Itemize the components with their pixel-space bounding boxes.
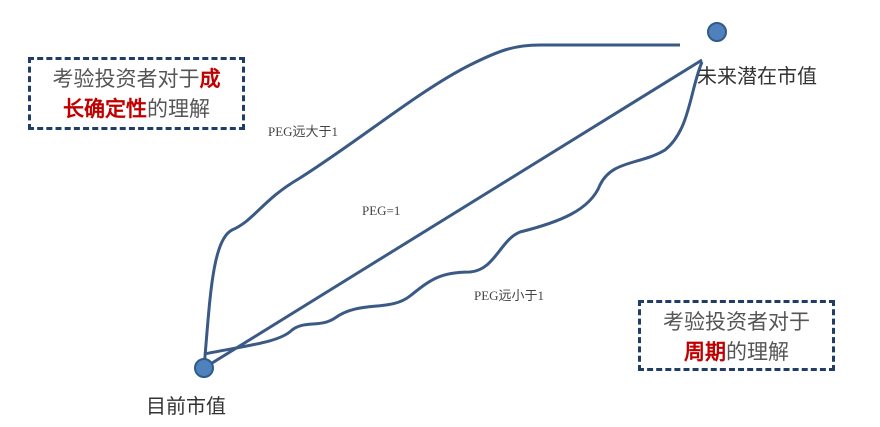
line-peg-equal [203,58,703,370]
label-peg-low: PEG远小于1 [474,288,545,303]
box-text: 的理解 [726,340,789,364]
label-peg-high: PEG远大于1 [268,124,339,139]
box-highlight: 长确定性 [63,97,147,121]
future-value-dot [707,22,727,42]
box-highlight: 周期 [684,340,726,364]
label-peg-equal: PEG=1 [362,203,401,218]
cycle-box: 考验投资者对于 周期的理解 [638,300,835,371]
label-future-value: 未来潜在市值 [697,64,817,88]
box-text: 的理解 [147,97,210,121]
curve-peg-high [202,43,680,369]
box-text: 考验投资者对于 [52,67,200,91]
growth-certainty-box: 考验投资者对于成 长确定性的理解 [28,57,245,130]
label-current-value: 目前市值 [146,394,226,418]
box-highlight: 成 [199,67,221,91]
box-text: 考验投资者对于 [663,310,810,334]
curve-peg-low [203,61,704,356]
current-value-dot [194,358,214,378]
